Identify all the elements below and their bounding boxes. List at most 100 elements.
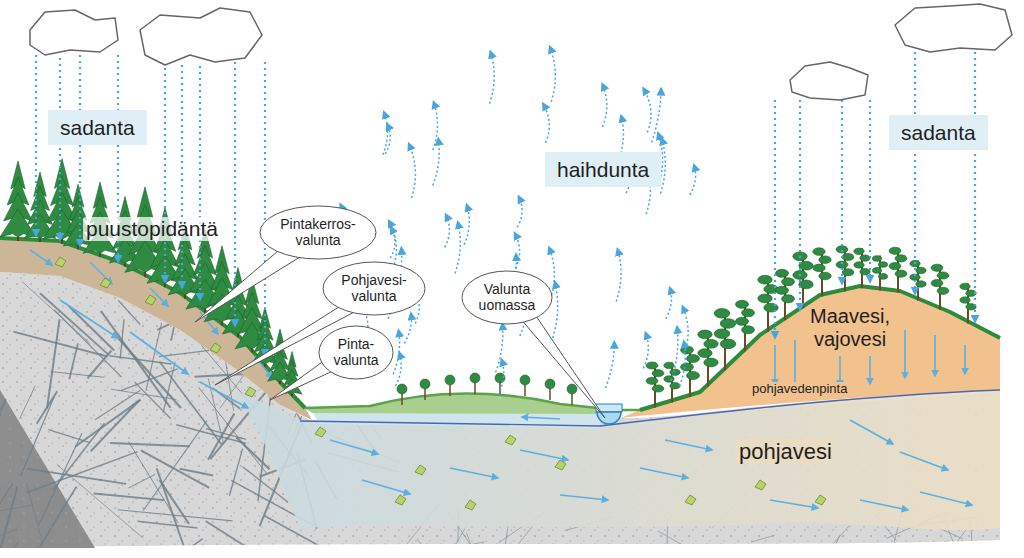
fracture-line bbox=[21, 397, 54, 476]
evaporation-arrow bbox=[550, 46, 556, 101]
tree-crown bbox=[813, 248, 825, 256]
fracture-line bbox=[163, 363, 175, 413]
callout-tail bbox=[520, 310, 605, 418]
evaporation-arrows bbox=[338, 46, 695, 395]
evaporation-arrow bbox=[652, 88, 661, 142]
precipitation-arrow bbox=[199, 66, 201, 300]
callout-bubble: Valunta uomassa bbox=[461, 270, 553, 325]
valley-ground bbox=[305, 393, 600, 414]
flow-arrow bbox=[450, 468, 498, 478]
callout-ellipse bbox=[319, 326, 393, 379]
callout-ellipse bbox=[323, 262, 425, 315]
term-box: haihdunta bbox=[545, 152, 661, 187]
fracture-line bbox=[820, 535, 840, 558]
tree-crown bbox=[714, 329, 730, 339]
callout-tail bbox=[195, 245, 300, 322]
fracture-line bbox=[940, 543, 945, 558]
flow-arrow bbox=[934, 335, 936, 376]
tree-crown bbox=[931, 264, 943, 271]
evaporation-arrow bbox=[496, 323, 503, 372]
fracture-line bbox=[51, 372, 105, 378]
callout-ellipse bbox=[260, 206, 376, 259]
soil-particle bbox=[415, 465, 426, 475]
soil-particle bbox=[815, 495, 826, 505]
evaporation-arrow bbox=[553, 281, 558, 338]
fracture-line bbox=[75, 400, 140, 447]
precipitation-arrow bbox=[59, 58, 61, 240]
evaporation-arrow bbox=[396, 352, 402, 386]
groundwater-flow-arrows bbox=[30, 250, 972, 510]
term-label: sadanta bbox=[901, 120, 976, 145]
tree-crown bbox=[470, 373, 480, 383]
tree-crown bbox=[664, 376, 674, 382]
tree-crown bbox=[960, 283, 970, 289]
evaporation-arrow bbox=[404, 313, 411, 343]
soil-particle bbox=[685, 495, 696, 505]
evaporation-arrow bbox=[682, 306, 688, 354]
precipitation-arrow bbox=[79, 55, 81, 246]
soil-particle bbox=[505, 435, 516, 445]
tree-crown bbox=[960, 297, 970, 303]
fracture-line bbox=[466, 533, 482, 558]
soil-particle bbox=[555, 460, 566, 470]
fracture-line bbox=[6, 548, 37, 556]
soil-particles bbox=[55, 257, 826, 510]
tree-crown bbox=[646, 377, 658, 384]
flow-arrow bbox=[860, 500, 908, 510]
flow-arrow bbox=[640, 468, 688, 478]
flow-arrow bbox=[794, 340, 796, 388]
fracture-line bbox=[37, 487, 76, 551]
tree-crown bbox=[652, 385, 664, 392]
tree-crown bbox=[916, 281, 926, 287]
fracture-line bbox=[160, 362, 222, 445]
precipitation-arrow bbox=[264, 62, 266, 356]
fracture-line bbox=[47, 319, 60, 408]
soil-layer bbox=[0, 238, 312, 420]
cloud bbox=[790, 62, 868, 100]
precipitation-arrow bbox=[164, 68, 166, 282]
fracture-line bbox=[26, 483, 53, 558]
tree-crown bbox=[720, 339, 736, 349]
tree-crown bbox=[742, 326, 755, 334]
tree-crown bbox=[889, 247, 901, 254]
precipitation-arrow bbox=[914, 52, 916, 294]
soil-particle bbox=[315, 427, 326, 437]
soil-particle bbox=[145, 295, 156, 305]
tree-crown bbox=[681, 363, 694, 371]
tree-crown bbox=[420, 379, 430, 389]
fracture-line bbox=[114, 547, 141, 558]
fracture-line bbox=[229, 449, 242, 496]
tree-crown bbox=[776, 269, 789, 277]
evaporation-arrow bbox=[616, 249, 621, 302]
tree-crown bbox=[895, 270, 907, 277]
tree-crown bbox=[937, 272, 949, 279]
flow-arrow bbox=[920, 492, 972, 505]
tree-crown bbox=[860, 255, 870, 261]
tree-crown bbox=[916, 267, 926, 273]
callout-label: Pintakerros- valunta bbox=[280, 217, 355, 248]
flow-arrow bbox=[30, 250, 52, 265]
tree-crown bbox=[545, 379, 555, 389]
tree-crown bbox=[646, 362, 658, 369]
precipitation-arrows bbox=[36, 52, 975, 356]
flow-arrow bbox=[60, 300, 118, 338]
ground-surface bbox=[640, 286, 1000, 410]
tree-crown bbox=[782, 295, 795, 303]
fracture-line bbox=[38, 433, 82, 525]
tree-crown bbox=[652, 370, 664, 377]
fracture-line bbox=[0, 415, 1, 439]
flow-arrow bbox=[560, 495, 608, 500]
fracture-line bbox=[109, 356, 171, 364]
fracture-line bbox=[40, 293, 109, 355]
fracture-line bbox=[131, 539, 203, 558]
evaporation-arrow bbox=[383, 112, 388, 155]
evaporation-arrow bbox=[464, 205, 469, 245]
tree-crown bbox=[819, 272, 831, 280]
tree-crown bbox=[687, 355, 700, 363]
fracture-line bbox=[20, 386, 36, 419]
callout-label: Valunta uomassa bbox=[479, 282, 536, 313]
flow-arrow bbox=[850, 420, 893, 444]
tree-crown bbox=[681, 346, 694, 354]
evaporation-arrow bbox=[390, 227, 395, 258]
fracture-line bbox=[0, 399, 6, 464]
